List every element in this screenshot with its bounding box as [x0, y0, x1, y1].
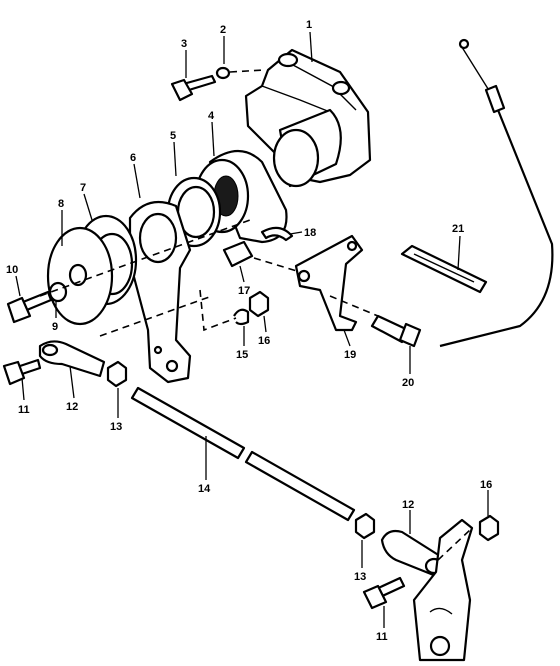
label-part-5: 5 [170, 130, 176, 142]
part-12-rod-end-upper [38, 340, 106, 378]
label-part-8: 8 [58, 198, 64, 210]
part-14-threaded-rod [130, 386, 356, 522]
part-17-sleeve [222, 240, 254, 268]
label-part-11-lower: 11 [376, 631, 388, 643]
part-8-pulley [46, 226, 114, 326]
part-11-bolt-lower [362, 576, 406, 610]
part-19-cable-bracket [294, 234, 364, 332]
part-5-ring [166, 176, 222, 248]
label-part-11-upper: 11 [18, 404, 30, 416]
part-3-bolt [170, 74, 217, 102]
label-part-1: 1 [306, 19, 312, 31]
label-part-13-lower: 13 [354, 571, 366, 583]
label-part-16-lower: 16 [480, 479, 492, 491]
part-20-cable [370, 38, 554, 348]
label-part-13-upper: 13 [110, 421, 122, 433]
part-18-spring-clip [260, 226, 294, 242]
leader-lines [15, 31, 489, 628]
label-part-16-upper: 16 [258, 335, 270, 347]
label-part-19: 19 [344, 349, 356, 361]
part-11-bolt-upper [2, 358, 42, 386]
assembly-lines [39, 219, 471, 561]
part-12-rod-end-lower [380, 529, 444, 578]
label-part-10: 10 [6, 264, 18, 276]
part-13-nut-upper [106, 360, 128, 388]
part-labels: 1 2 3 4 5 6 7 8 9 10 11 12 13 14 15 16 1… [6, 19, 492, 643]
label-part-20: 20 [402, 377, 414, 389]
label-part-4: 4 [208, 110, 215, 122]
label-part-17: 17 [238, 285, 250, 297]
throttle-arm [412, 518, 474, 662]
label-part-6: 6 [130, 152, 136, 164]
part-10-bolt [6, 290, 53, 324]
part-15-clip [233, 308, 250, 326]
label-part-9: 9 [52, 321, 58, 333]
part-2-washer [215, 66, 231, 80]
part-9-washer [48, 281, 68, 303]
label-part-2: 2 [220, 24, 226, 36]
label-part-12-upper: 12 [66, 401, 78, 413]
label-part-21: 21 [452, 223, 464, 235]
part-16-nut-lower [478, 514, 500, 542]
part-1-housing [244, 48, 372, 188]
label-part-7: 7 [80, 182, 86, 194]
part-21-slotted-plate [400, 244, 488, 294]
part-16-nut-upper [248, 290, 270, 318]
part-6-lever [128, 200, 192, 384]
label-part-12-lower: 12 [402, 499, 414, 511]
label-part-14: 14 [198, 483, 211, 495]
part-13-nut-lower [354, 512, 376, 540]
label-part-15: 15 [236, 349, 248, 361]
label-part-18: 18 [304, 227, 316, 239]
label-part-3: 3 [181, 38, 187, 50]
